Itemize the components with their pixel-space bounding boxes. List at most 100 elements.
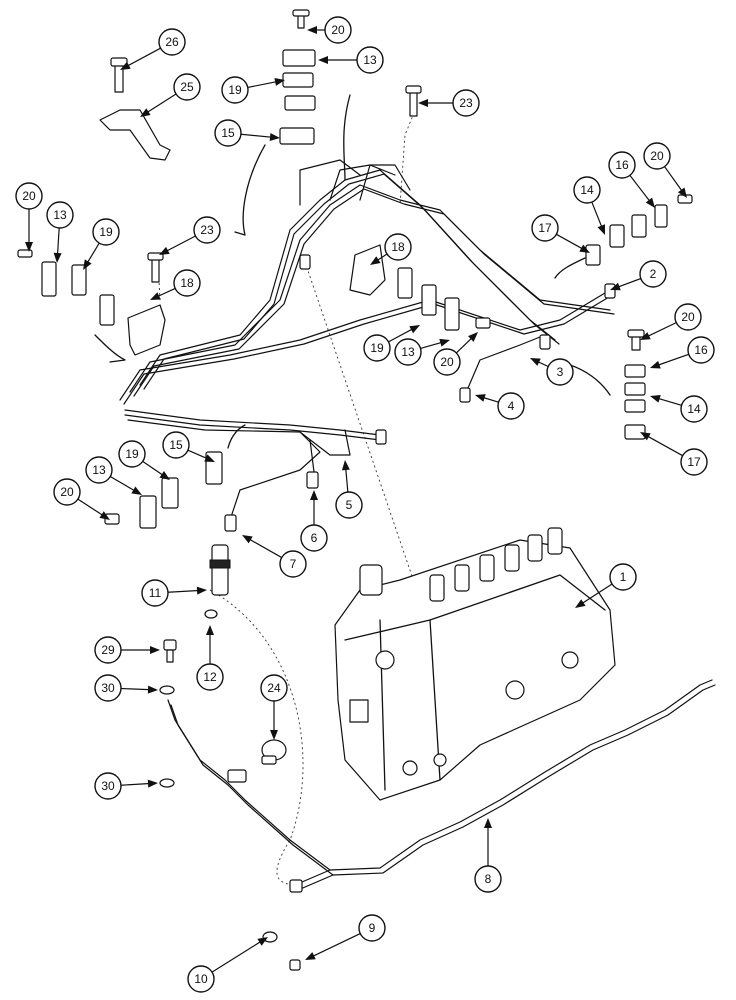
callout-circle (173, 73, 201, 101)
callout-circle (394, 338, 422, 366)
callout-circle (260, 674, 288, 702)
callout-leader-line (144, 93, 177, 115)
callout-circle (608, 151, 636, 179)
callout-leader-line (455, 335, 475, 354)
callout-arrowhead (242, 535, 253, 544)
callout-leader-line (591, 201, 604, 230)
callout-leader-line (77, 498, 106, 518)
callout-circle (221, 76, 249, 104)
callout-number: 17 (687, 455, 701, 469)
callout-number: 23 (200, 223, 214, 237)
callout-number: 3 (557, 365, 564, 379)
callout-circle (214, 119, 242, 147)
callout-4: 4 (475, 392, 525, 420)
callout-leader-line (164, 235, 196, 253)
callout-number: 26 (165, 35, 179, 49)
callout-15: 15 (162, 431, 215, 462)
callout-number: 15 (221, 126, 235, 140)
callout-number: 6 (311, 531, 318, 545)
callout-circle (497, 392, 525, 420)
callout-number: 13 (401, 345, 415, 359)
callout-circle (358, 914, 386, 942)
callout-number: 30 (101, 779, 115, 793)
callout-number: 14 (687, 402, 701, 416)
callout-number: 13 (53, 208, 67, 222)
callout-19: 19 (221, 76, 285, 104)
callout-circle (118, 440, 146, 468)
callout-20: 20 (643, 142, 687, 198)
callout-circle (162, 431, 190, 459)
callout-leader-line (56, 227, 60, 258)
callout-10: 10 (187, 937, 268, 993)
callout-14: 14 (650, 394, 708, 423)
callout-circle (643, 142, 671, 170)
callout-6: 6 (300, 490, 328, 552)
callout-leader-line (579, 583, 613, 606)
callout-leader-line (120, 782, 153, 786)
injection-pump-body (334, 527, 616, 801)
callout-circle (15, 182, 43, 210)
callout-number: 23 (459, 96, 473, 110)
callout-arrowhead (83, 259, 92, 270)
callout-circle (474, 865, 502, 893)
callout-arrowhead (650, 394, 661, 403)
callout-circle (639, 260, 667, 288)
callout-circle (324, 16, 352, 44)
callout-arrowhead (640, 432, 651, 441)
callout-circle (384, 233, 412, 261)
callout-circle (546, 358, 574, 386)
callout-arrowhead (159, 471, 170, 480)
callout-25: 25 (140, 73, 201, 117)
callout-arrowhead (310, 490, 318, 500)
callout-30: 30 (94, 772, 158, 800)
callout-arrowhead (610, 282, 621, 291)
callout-number: 9 (369, 921, 376, 935)
callout-18: 18 (370, 233, 412, 265)
callout-arrowhead (270, 730, 278, 740)
injector-nozzle (204, 544, 231, 619)
callout-number: 8 (485, 872, 492, 886)
injection-line-set (119, 159, 616, 532)
callout-1: 1 (575, 563, 637, 608)
callout-20: 20 (307, 16, 352, 44)
callout-arrowhead (25, 242, 33, 252)
callout-arrowhead (147, 685, 158, 694)
callout-13: 13 (46, 201, 74, 263)
callout-24: 24 (260, 674, 288, 740)
callout-arrowhead (650, 360, 661, 369)
callout-arrowhead (274, 78, 285, 86)
callout-11: 11 (141, 579, 207, 607)
callout-arrowhead (530, 358, 541, 366)
callout-circle (680, 448, 708, 476)
callout-arrowhead (204, 454, 215, 462)
callout-leader-line (142, 460, 166, 478)
callout-20: 20 (433, 332, 478, 376)
callout-13: 13 (85, 456, 142, 495)
callout-circle (187, 965, 215, 993)
callout-16: 16 (608, 151, 655, 208)
callout-circle (452, 89, 480, 117)
callout-arrowhead (468, 332, 478, 342)
callout-arrowhead (269, 133, 280, 142)
callout-19: 19 (363, 325, 420, 362)
callout-17: 17 (531, 214, 590, 253)
callout-12: 12 (196, 625, 224, 691)
callout-20: 20 (15, 182, 43, 252)
callout-26: 26 (120, 28, 186, 70)
callout-19: 19 (83, 218, 120, 270)
callout-18: 18 (150, 269, 201, 300)
callout-circle (573, 176, 601, 204)
callout-circle (674, 303, 702, 331)
callout-arrowhead (257, 937, 268, 946)
callout-5: 5 (335, 460, 363, 519)
callout-arrowhead (484, 818, 492, 828)
callout-2: 2 (610, 260, 667, 291)
callout-arrowhead (439, 338, 450, 347)
callout-number: 2 (650, 267, 657, 281)
callout-number: 17 (538, 221, 552, 235)
callout-23: 23 (418, 89, 480, 117)
callout-circle (141, 579, 169, 607)
callout-circle (94, 772, 122, 800)
callout-leader-line (655, 397, 682, 406)
callout-arrowhead (307, 26, 317, 34)
